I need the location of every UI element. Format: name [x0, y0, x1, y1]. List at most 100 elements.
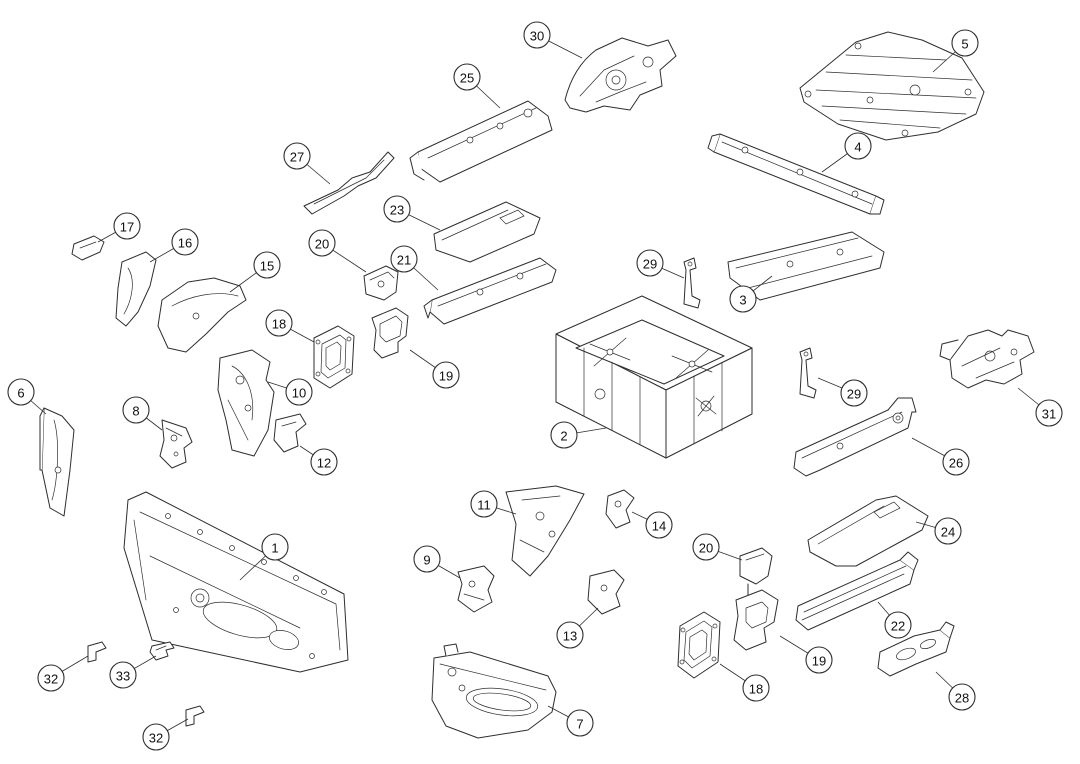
callout-number: 33 — [116, 669, 130, 684]
callout-number: 14 — [652, 519, 666, 534]
callout-circle[interactable] — [113, 212, 141, 240]
callout-32[interactable]: 32 — [37, 655, 89, 692]
callout-circle[interactable] — [7, 378, 35, 406]
callout-circle[interactable] — [951, 29, 979, 57]
callout-number: 20 — [315, 237, 329, 252]
callout-number: 32 — [149, 731, 163, 746]
part-32-left-drawing — [87, 641, 107, 663]
callout-12[interactable]: 12 — [299, 445, 338, 476]
callout-circle[interactable] — [253, 251, 281, 279]
callout-circle[interactable] — [390, 245, 418, 273]
callout-circle[interactable] — [122, 396, 150, 424]
callout-11[interactable]: 11 — [470, 490, 517, 518]
callout-circle[interactable] — [523, 21, 551, 49]
callout-circle[interactable] — [556, 621, 584, 649]
callout-23[interactable]: 23 — [383, 195, 441, 231]
part-29-lower-drawing — [799, 347, 817, 399]
part-22-drawing — [795, 551, 919, 631]
callout-circle[interactable] — [265, 309, 293, 337]
part-7-drawing — [431, 643, 557, 739]
callout-circle[interactable] — [884, 611, 912, 639]
callout-number: 16 — [178, 236, 192, 251]
callout-22[interactable]: 22 — [877, 601, 912, 639]
callout-circle[interactable] — [840, 379, 868, 407]
callout-5[interactable]: 5 — [932, 29, 979, 73]
callout-32[interactable]: 32 — [142, 718, 189, 751]
callout-circle[interactable] — [470, 490, 498, 518]
callout-circle[interactable] — [729, 285, 757, 313]
callout-circle[interactable] — [566, 709, 594, 737]
part-5-drawing — [799, 31, 985, 141]
callout-circle[interactable] — [261, 533, 289, 561]
callout-4[interactable]: 4 — [821, 132, 872, 173]
callout-8[interactable]: 8 — [122, 396, 163, 431]
callout-20[interactable]: 20 — [308, 229, 367, 273]
callout-number: 21 — [397, 253, 411, 268]
callout-number: 29 — [847, 387, 861, 402]
callout-circle[interactable] — [109, 661, 137, 689]
callout-circle[interactable] — [934, 517, 962, 545]
callout-30[interactable]: 30 — [523, 21, 583, 59]
callout-circle[interactable] — [432, 361, 460, 389]
callout-circle[interactable] — [285, 378, 313, 406]
callout-circle[interactable] — [283, 142, 311, 170]
callout-10[interactable]: 10 — [267, 378, 313, 406]
callout-20[interactable]: 20 — [692, 533, 743, 561]
callout-circle[interactable] — [692, 533, 720, 561]
callout-9[interactable]: 9 — [413, 545, 461, 579]
callout-26[interactable]: 26 — [911, 437, 970, 476]
callout-13[interactable]: 13 — [556, 607, 599, 649]
part-18-upper-drawing — [313, 325, 355, 389]
callout-17[interactable]: 17 — [97, 212, 141, 243]
part-12-drawing — [273, 413, 307, 453]
callout-24[interactable]: 24 — [915, 517, 962, 545]
part-10-drawing — [217, 349, 275, 457]
callout-circle[interactable] — [636, 249, 664, 277]
callout-14[interactable]: 14 — [631, 511, 673, 539]
callout-circle[interactable] — [942, 448, 970, 476]
callout-31[interactable]: 31 — [1017, 387, 1063, 427]
callout-7[interactable]: 7 — [547, 705, 594, 737]
callout-15[interactable]: 15 — [229, 251, 281, 293]
part-21-drawing — [423, 257, 557, 325]
part-25-drawing — [409, 100, 553, 183]
callout-circle[interactable] — [1035, 399, 1063, 427]
callout-circle[interactable] — [742, 674, 770, 702]
callout-29[interactable]: 29 — [636, 249, 685, 279]
callout-number: 18 — [272, 317, 286, 332]
parts-artwork — [39, 31, 1035, 739]
callout-18[interactable]: 18 — [265, 309, 315, 343]
callout-number: 6 — [17, 386, 24, 401]
callout-21[interactable]: 21 — [390, 245, 439, 291]
part-33-drawing — [149, 641, 175, 661]
callout-circle[interactable] — [37, 664, 65, 692]
callout-18[interactable]: 18 — [719, 663, 770, 702]
callout-1[interactable]: 1 — [239, 533, 289, 581]
part-13-drawing — [587, 569, 625, 615]
callout-circle[interactable] — [844, 132, 872, 160]
callout-29[interactable]: 29 — [817, 377, 868, 407]
callout-16[interactable]: 16 — [149, 228, 199, 263]
callout-circle[interactable] — [805, 646, 833, 674]
callout-circle[interactable] — [453, 63, 481, 91]
callout-circle[interactable] — [550, 421, 578, 449]
callout-number: 9 — [423, 553, 430, 568]
callout-28[interactable]: 28 — [935, 671, 976, 711]
callout-circle[interactable] — [310, 448, 338, 476]
callout-33[interactable]: 33 — [109, 655, 157, 689]
callout-circle[interactable] — [948, 683, 976, 711]
callout-19[interactable]: 19 — [779, 635, 833, 674]
callout-2[interactable]: 2 — [550, 421, 607, 449]
callout-27[interactable]: 27 — [283, 142, 331, 185]
callout-circle[interactable] — [308, 229, 336, 257]
callout-6[interactable]: 6 — [7, 378, 47, 415]
callout-19[interactable]: 19 — [409, 349, 460, 389]
callout-circle[interactable] — [383, 195, 411, 223]
callout-circle[interactable] — [645, 511, 673, 539]
callout-number: 11 — [477, 498, 491, 513]
callout-circle[interactable] — [142, 723, 170, 751]
callout-3[interactable]: 3 — [729, 275, 773, 313]
callout-circle[interactable] — [171, 228, 199, 256]
callout-25[interactable]: 25 — [453, 63, 501, 109]
callout-circle[interactable] — [413, 545, 441, 573]
